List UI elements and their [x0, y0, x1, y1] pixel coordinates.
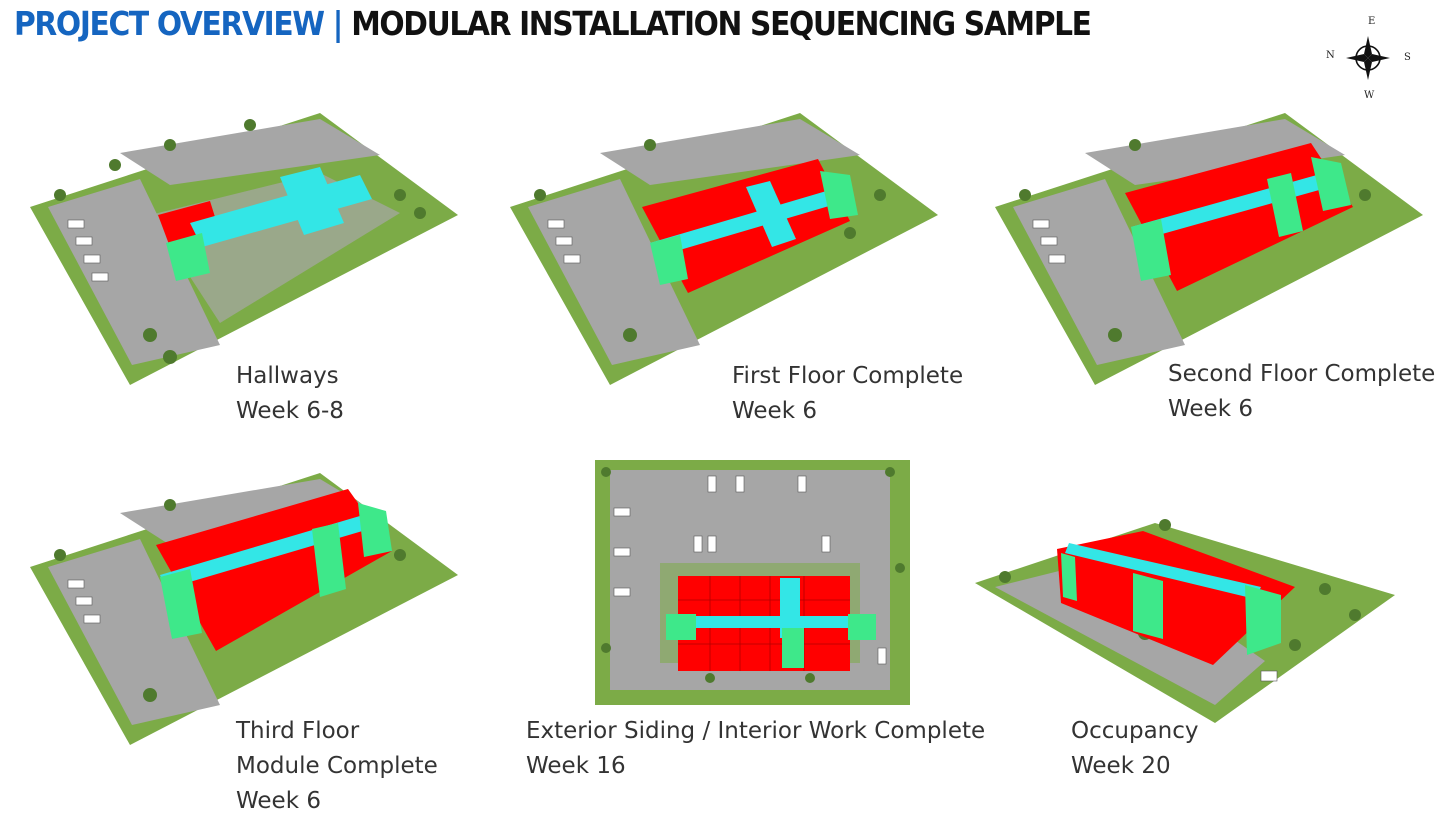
stage-caption-exterior-siding: Exterior Siding / Interior Work Complete… — [526, 714, 985, 784]
caption-line: Week 6 — [1168, 396, 1253, 422]
compass-rose: E N S W — [1318, 14, 1418, 102]
stage-second-floor-rendering — [985, 95, 1430, 390]
caption-line: Week 6-8 — [236, 398, 344, 424]
stage-third-floor-rendering — [20, 455, 465, 750]
caption-line: Week 20 — [1071, 753, 1171, 779]
compass-south-label: S — [1404, 52, 1411, 63]
caption-line: Hallways — [236, 363, 339, 389]
caption-line: Exterior Siding / Interior Work Complete — [526, 718, 986, 744]
stage-caption-third-floor: Third Floor Module Complete Week 6 — [236, 714, 438, 819]
stage-caption-second-floor: Second Floor Complete Week 6 — [1168, 357, 1435, 427]
stage-caption-occupancy: Occupancy Week 20 — [1071, 714, 1199, 784]
stage-caption-hallways: Hallways Week 6-8 — [236, 359, 344, 429]
stage-exterior-siding-plan — [590, 448, 915, 710]
stage-caption-first-floor: First Floor Complete Week 6 — [732, 359, 963, 429]
compass-east-label: E — [1368, 16, 1376, 27]
stage-occupancy-rendering — [965, 505, 1405, 725]
compass-star-icon — [1346, 36, 1390, 80]
caption-line: First Floor Complete — [732, 363, 964, 389]
compass-west-label: W — [1364, 90, 1375, 101]
stage-first-floor-rendering — [500, 95, 945, 390]
caption-line: Second Floor Complete — [1168, 361, 1436, 387]
page-title: PROJECT OVERVIEW | MODULAR INSTALLATION … — [14, 4, 1092, 43]
title-prefix: PROJECT OVERVIEW | — [14, 4, 344, 43]
stage-hallways-rendering — [20, 95, 465, 390]
caption-line: Week 6 — [236, 788, 321, 814]
caption-line: Third Floor — [236, 718, 360, 744]
title-main: MODULAR INSTALLATION SEQUENCING SAMPLE — [351, 4, 1092, 43]
caption-line: Week 6 — [732, 398, 817, 424]
caption-line: Module Complete — [236, 753, 438, 779]
compass-north-label: N — [1326, 50, 1335, 61]
caption-line: Week 16 — [526, 753, 626, 779]
caption-line: Occupancy — [1071, 718, 1199, 744]
